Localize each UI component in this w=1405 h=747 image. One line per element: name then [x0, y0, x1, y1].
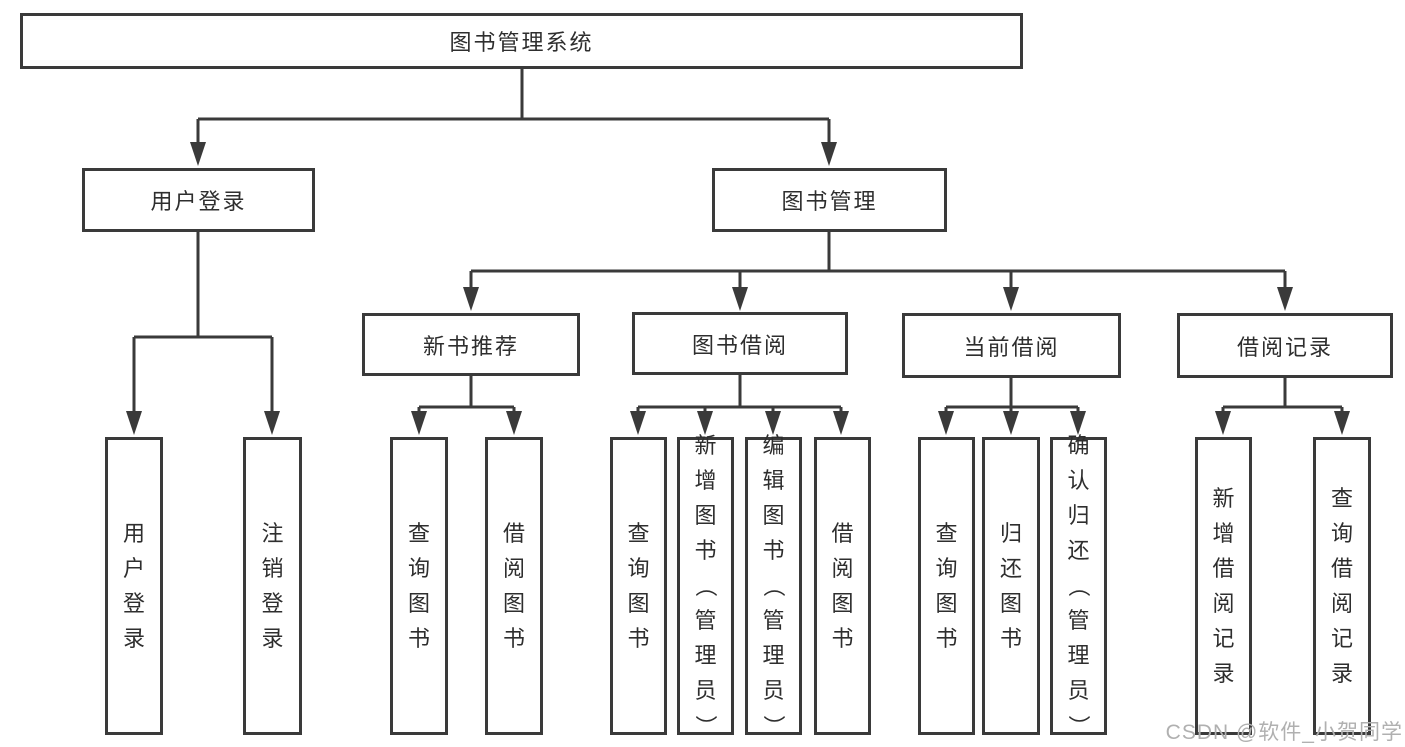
- node-label: 查询图书: [627, 520, 650, 651]
- node-label: 借阅记录: [1236, 334, 1333, 360]
- node-current-borrow: 当前借阅: [902, 313, 1121, 378]
- leaf-confirm-return-admin: 确认归还（管理员）: [1050, 433, 1107, 738]
- leaf-borrow-books: 借阅图书: [814, 437, 871, 735]
- leaf-borrow-books-newbook: 借阅图书: [485, 437, 543, 735]
- node-label: 查询图书: [935, 520, 958, 651]
- node-label: 确认归还（管理员）: [1066, 433, 1092, 738]
- node-library-system: 图书管理系统: [20, 13, 1023, 69]
- node-label: 注销登录: [261, 520, 284, 651]
- leaf-logout: 注销登录: [243, 437, 302, 735]
- node-label: 用户登录: [150, 189, 247, 214]
- leaf-query-books-newbook: 查询图书: [390, 437, 448, 735]
- leaf-edit-books-admin: 编辑图书（管理员）: [745, 433, 802, 738]
- node-label: 编辑图书（管理员）: [761, 433, 787, 738]
- node-label: 查询图书: [407, 520, 430, 651]
- node-label: 新增借阅记录: [1212, 485, 1235, 686]
- node-borrow-record: 借阅记录: [1177, 313, 1393, 378]
- leaf-query-borrow-record: 查询借阅记录: [1313, 437, 1371, 735]
- node-label: 当前借阅: [963, 334, 1060, 360]
- leaf-return-books: 归还图书: [982, 437, 1040, 735]
- node-label: 借阅图书: [502, 520, 525, 651]
- node-new-book-recommend: 新书推荐: [362, 313, 580, 376]
- leaf-user-login: 用户登录: [105, 437, 163, 735]
- leaf-add-books-admin: 新增图书（管理员）: [677, 433, 734, 738]
- node-label: 查询借阅记录: [1330, 485, 1353, 686]
- leaf-query-books-borrow: 查询图书: [610, 437, 667, 735]
- node-label: 借阅图书: [831, 520, 854, 651]
- node-label: 图书管理: [781, 189, 878, 214]
- leaf-query-books-current: 查询图书: [918, 437, 975, 735]
- node-label: 图书管理系统: [449, 30, 594, 55]
- node-label: 用户登录: [122, 520, 145, 651]
- node-label: 归还图书: [999, 520, 1022, 651]
- leaf-add-borrow-record: 新增借阅记录: [1195, 437, 1252, 735]
- node-book-borrow: 图书借阅: [632, 312, 848, 375]
- node-user-login: 用户登录: [82, 168, 315, 232]
- node-label: 新书推荐: [422, 333, 519, 359]
- node-label: 图书借阅: [691, 332, 788, 358]
- node-label: 新增图书（管理员）: [693, 433, 719, 738]
- csdn-watermark: CSDN @软件_小贺同学: [1165, 721, 1403, 744]
- node-book-management: 图书管理: [712, 168, 947, 232]
